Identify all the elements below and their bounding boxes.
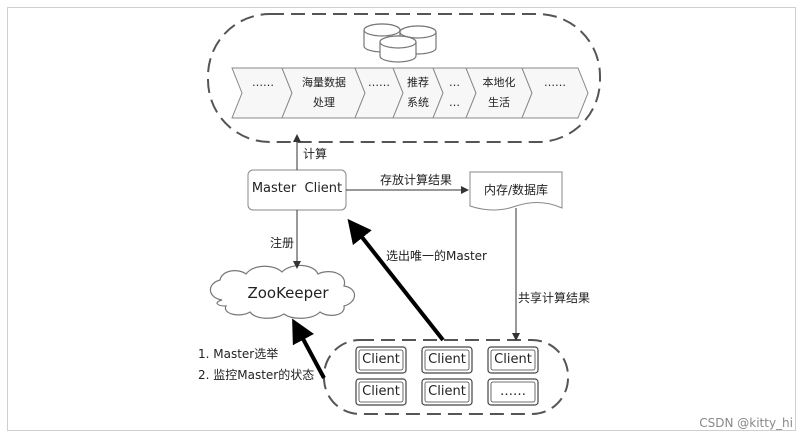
- zookeeper-label: ZooKeeper: [247, 284, 329, 302]
- database-icon: [363, 23, 437, 63]
- client-1: Client: [362, 352, 400, 367]
- elect-master-arrow: [347, 218, 445, 342]
- pipeline-step-1: ……: [252, 76, 274, 89]
- zk-note-1: 1. Master选举: [198, 347, 279, 361]
- diagram-frame: [7, 7, 796, 431]
- zookeeper-cloud: [209, 264, 356, 319]
- client-3: Client: [494, 352, 532, 367]
- pipeline-step-7: ……: [544, 76, 566, 89]
- pipeline-step-5: ……: [449, 76, 460, 109]
- client-5: Client: [428, 384, 466, 399]
- storage-label: 内存/数据库: [483, 183, 549, 197]
- client-6: ……: [500, 384, 526, 399]
- pipeline-step-3: ……: [368, 76, 390, 89]
- pipeline-step-4: 推荐系统: [407, 76, 429, 109]
- master-client-label: Master Client: [251, 181, 343, 196]
- storage-box: [469, 171, 563, 211]
- pipeline-step-6: 本地化生活: [482, 76, 516, 109]
- zk-monitor-arrow: [292, 318, 326, 379]
- client-4: Client: [362, 384, 400, 399]
- watermark: CSDN @kitty_hi: [699, 416, 793, 430]
- client-boxes: [355, 346, 539, 406]
- elect-master-label: 选出唯一的Master: [386, 249, 487, 263]
- register-label: 注册: [270, 236, 295, 250]
- zk-note-2: 2. 监控Master的状态: [198, 368, 315, 382]
- pipeline-step-2: 海量数据处理: [302, 76, 346, 109]
- store-result-label: 存放计算结果: [380, 173, 453, 187]
- pipeline-container: [207, 13, 601, 143]
- pipeline-chevrons: [231, 67, 589, 119]
- share-result-label: 共享计算结果: [518, 291, 591, 305]
- compute-label: 计算: [303, 147, 328, 161]
- client-2: Client: [428, 352, 466, 367]
